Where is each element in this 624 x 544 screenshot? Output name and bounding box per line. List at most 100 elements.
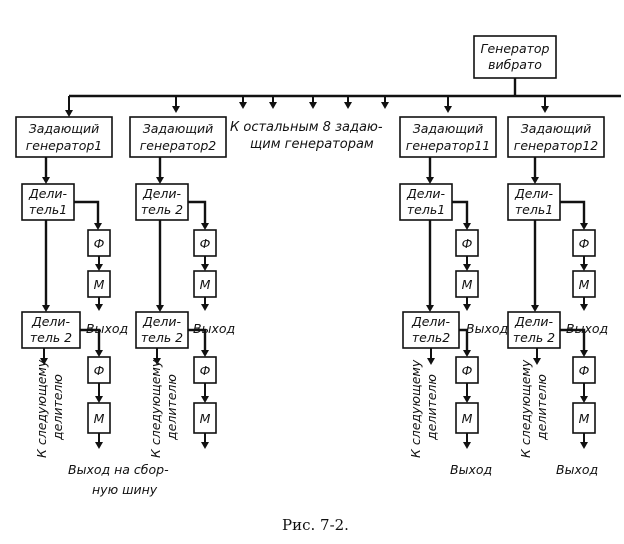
connector-line — [188, 200, 207, 226]
arrow-head — [40, 358, 48, 365]
vibrato-generator-label-1: Генератор — [481, 41, 550, 56]
diagram-label: генератор11 — [406, 138, 491, 153]
arrow-head — [42, 305, 50, 312]
figure-caption: Рис. 7-2. — [282, 516, 349, 534]
arrow-head — [531, 305, 539, 312]
channel-1: Задающий генератор1 Дели- тель1 Ф М Выхо… — [15, 116, 169, 497]
arrow-head — [541, 106, 549, 113]
master-generator-12 — [507, 116, 605, 158]
diagram-label: Задающий — [143, 121, 214, 136]
diagram-label: тель 2 — [30, 330, 72, 345]
diagram-label: М — [579, 411, 590, 426]
connector-line — [459, 328, 469, 353]
connector-line — [452, 200, 469, 226]
diagram-label: Ф — [200, 363, 211, 378]
arrow-head — [463, 396, 471, 403]
vibrato-generator: Генератор вибрато — [473, 35, 557, 79]
arrow-head — [201, 264, 209, 271]
master-generator-1 — [15, 116, 113, 158]
channel-11: Задающий генератор11 Дели- тель1 Ф М Вых… — [399, 116, 508, 477]
diagram-label: Дели- — [406, 186, 446, 201]
arrow-head — [580, 304, 588, 311]
vibrato-generator-label-2: вибрато — [488, 57, 542, 72]
diagram-block — [473, 35, 557, 79]
channel-12: Задающий генератор12 Дели- тель1 Ф М Вых… — [507, 116, 608, 477]
diagram-label: Дели- — [411, 314, 451, 329]
diagram-label: Дели- — [514, 314, 554, 329]
diagram-label: Ф — [462, 236, 473, 251]
connector-line — [560, 328, 586, 353]
master-generator-11 — [399, 116, 497, 158]
diagram-label: Ф — [579, 236, 590, 251]
diagram-label: генератор2 — [140, 138, 217, 153]
other-generators-label-2: щим генераторам — [250, 137, 374, 152]
master-generator-2 — [129, 116, 227, 158]
arrow-head — [156, 177, 164, 184]
diagram-label: К следующему — [148, 359, 163, 458]
arrow-head — [42, 177, 50, 184]
arrow-head — [533, 358, 541, 365]
diagram-label: генератор1 — [26, 138, 103, 153]
arrow-head — [269, 102, 277, 109]
arrow-head — [156, 305, 164, 312]
diagram-label: Ф — [94, 236, 105, 251]
diagram-label: Ф — [200, 236, 211, 251]
output-1a: Выход — [86, 321, 128, 336]
arrow-head — [463, 350, 471, 357]
arrow-head — [463, 223, 471, 230]
arrow-head — [463, 442, 471, 449]
diagram-label: тель1 — [515, 202, 553, 217]
arrow-head — [201, 304, 209, 311]
divider-11b — [402, 311, 460, 349]
divider-11a — [399, 183, 453, 221]
arrow-head — [463, 304, 471, 311]
diagram-label: М — [200, 411, 211, 426]
diagram-label: М — [94, 277, 105, 292]
bus-output-1: Выход на сбор- — [68, 462, 169, 477]
connector-line — [560, 200, 586, 226]
divider-1a — [21, 183, 75, 221]
diagram-label: Ф — [94, 363, 105, 378]
diagram-label: тель 2 — [141, 330, 183, 345]
diagram-label: тель 2 — [513, 330, 555, 345]
output-2a: Выход — [193, 321, 235, 336]
diagram-label: К следующему — [408, 359, 423, 458]
diagram-label: Задающий — [29, 121, 100, 136]
diagram-label: делителю — [50, 374, 65, 441]
output-11a: Выход — [466, 321, 508, 336]
diagram-label: Дели- — [142, 186, 182, 201]
arrow-head — [463, 264, 471, 271]
arrow-head — [153, 358, 161, 365]
bus-arrows — [65, 96, 549, 117]
diagram-label: тель1 — [407, 202, 445, 217]
arrow-head — [580, 350, 588, 357]
arrow-head — [426, 305, 434, 312]
diagram-label: М — [94, 411, 105, 426]
diagram-label: тель1 — [29, 202, 67, 217]
diagram-label: делителю — [534, 374, 549, 441]
arrow-head — [580, 396, 588, 403]
arrow-head — [531, 177, 539, 184]
arrow-head — [65, 110, 73, 117]
diagram-label: тель 2 — [141, 202, 183, 217]
arrow-head — [239, 102, 247, 109]
other-generators-label-1: К остальным 8 задаю- — [230, 120, 383, 135]
arrow-head — [94, 223, 102, 230]
arrow-head — [309, 102, 317, 109]
diagram-label: Дели- — [31, 314, 71, 329]
channel-2: Задающий генератор2 Дели- тель 2 Ф М Вых… — [129, 116, 235, 458]
arrow-head — [580, 223, 588, 230]
diagram-label: Дели- — [28, 186, 68, 201]
arrow-head — [580, 442, 588, 449]
output-12a: Выход — [566, 321, 608, 336]
diagram-label: К следующему — [34, 359, 49, 458]
arrow-head — [95, 264, 103, 271]
diagram-label: генератор12 — [514, 138, 599, 153]
diagram-label: К следующему — [518, 359, 533, 458]
arrow-head — [95, 442, 103, 449]
arrow-head — [201, 223, 209, 230]
diagram-label: тель2 — [412, 330, 450, 345]
diagram-label: делителю — [164, 374, 179, 441]
connector-line — [74, 200, 100, 226]
connector-line — [188, 328, 207, 353]
